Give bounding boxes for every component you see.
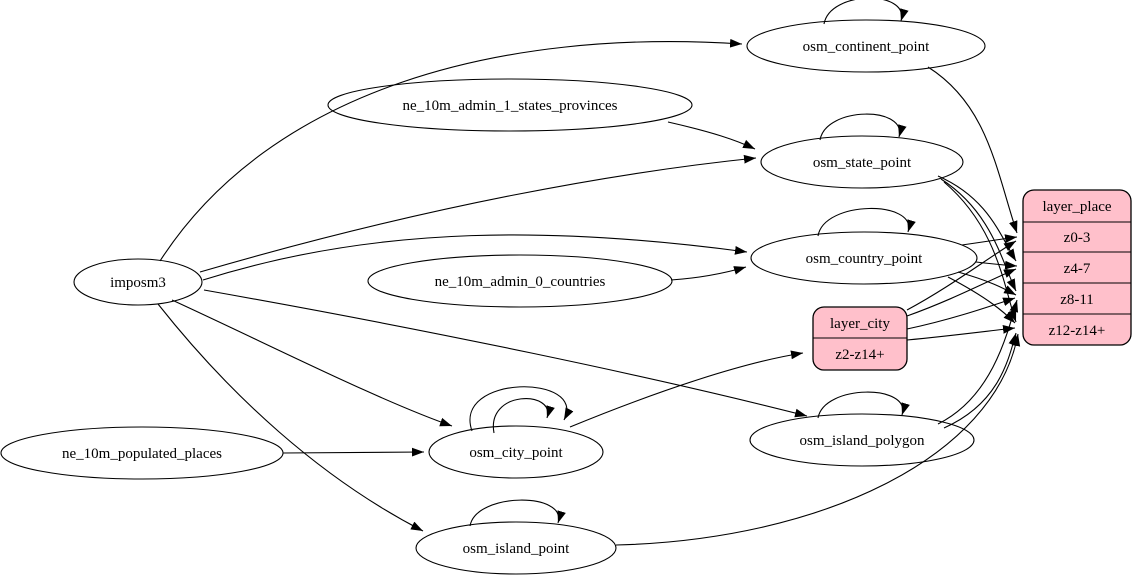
- edge-osm_state_point-layer_place-z8-11: [940, 178, 1017, 292]
- edge-imposm3-osm_island_point: [157, 303, 424, 532]
- node-ne_10m_admin_1_states_provinces: ne_10m_admin_1_states_provinces: [327, 78, 693, 132]
- node-osm_country_point: osm_country_point: [750, 231, 978, 285]
- edge-ne_10m_admin_1_states_provinces-osm_state_point: [667, 121, 756, 150]
- edge-layer_city-layer_place-z4-7: [906, 268, 1017, 317]
- node-osm_island_point: osm_island_point: [415, 521, 617, 575]
- edge-layer_city-layer_place-z0-3: [906, 240, 1017, 311]
- record-title: layer_city: [830, 316, 890, 332]
- node-shape: [749, 413, 975, 467]
- node-label: osm_city_point: [469, 445, 563, 461]
- node-shape: [1022, 189, 1132, 346]
- edge-ne_10m_populated_places-osm_city_point: [282, 447, 425, 457]
- edge-layer_city-layer_place-z12-z14: [906, 324, 1016, 341]
- node-layer_city: layer_city z2-z14+: [812, 306, 908, 371]
- node-ne_10m_admin_0_countries: ne_10m_admin_0_countries: [367, 254, 673, 308]
- node-label: osm_island_point: [463, 541, 571, 557]
- edge-osm_city_point-layer_city-z2-z14: [569, 350, 804, 428]
- node-layer_place: layer_place z0-3 z4-7 z8-11 z12-z14+: [1022, 189, 1132, 346]
- node-label: ne_10m_admin_1_states_provinces: [403, 98, 618, 114]
- edge-osm_island_polygon-layer_place-z8-11: [937, 299, 1019, 425]
- edge-imposm3-osm_country_point: [202, 234, 748, 281]
- edge-layer_city-layer_place-z8-11: [906, 297, 1016, 330]
- node-label: imposm3: [110, 275, 166, 291]
- node-label: osm_continent_point: [803, 39, 930, 55]
- edge-osm_island_point-layer_place-z12-z14: [615, 333, 1021, 546]
- edge-osm_state_point-layer_place-z4-7: [937, 175, 1017, 262]
- node-osm_city_point: osm_city_point: [428, 425, 604, 479]
- edge-loop-osm_state_point: [819, 113, 907, 141]
- edge-loop-osm_island_polygon: [817, 391, 910, 419]
- record-row: z4-7: [1064, 261, 1091, 277]
- node-osm_island_polygon: osm_island_polygon: [749, 413, 975, 467]
- edge-loop-osm_continent_point: [823, 0, 909, 25]
- edge-imposm3-osm_continent_point: [159, 38, 743, 262]
- node-label: osm_state_point: [813, 155, 912, 171]
- node-shape: [746, 19, 986, 73]
- node-shape: [760, 135, 964, 189]
- node-shape: [750, 231, 978, 285]
- node-shape: [367, 254, 673, 308]
- edge-imposm3-osm_city_point: [171, 299, 453, 427]
- edge-imposm3-osm_state_point: [199, 154, 757, 273]
- node-label: osm_country_point: [806, 251, 923, 267]
- edge-loop-osm_island_point: [469, 499, 566, 527]
- edge-loop-osm_city_point-outer: [469, 386, 574, 432]
- node-imposm3: imposm3: [73, 258, 203, 306]
- node-osm_state_point: osm_state_point: [760, 135, 964, 189]
- edge-loop-osm_city_point-inner: [492, 398, 555, 434]
- edge-osm_continent_point-layer_place-z0-3: [927, 66, 1018, 234]
- node-label: osm_island_polygon: [799, 433, 925, 449]
- record-row: z0-3: [1064, 230, 1091, 246]
- record-row: z2-z14+: [835, 347, 884, 363]
- node-ne_10m_populated_places: ne_10m_populated_places: [0, 426, 284, 480]
- node-shape: [327, 78, 693, 132]
- edge-loop-osm_country_point: [817, 207, 916, 237]
- node-shape: [415, 521, 617, 575]
- node-shape: [428, 425, 604, 479]
- node-shape: [73, 258, 203, 306]
- record-row: z12-z14+: [1049, 323, 1106, 339]
- edge-osm_country_point-layer_place-z4-7: [975, 260, 1018, 270]
- edge-imposm3-osm_island_polygon: [203, 289, 808, 418]
- node-label: ne_10m_admin_0_countries: [435, 274, 606, 290]
- edge-ne_10m_admin_0_countries-osm_country_point: [670, 266, 747, 281]
- node-osm_continent_point: osm_continent_point: [746, 19, 986, 73]
- record-row: z8-11: [1060, 292, 1094, 308]
- record-title: layer_place: [1042, 199, 1111, 215]
- edges-layer: [157, 0, 1021, 546]
- node-label: ne_10m_populated_places: [62, 446, 222, 462]
